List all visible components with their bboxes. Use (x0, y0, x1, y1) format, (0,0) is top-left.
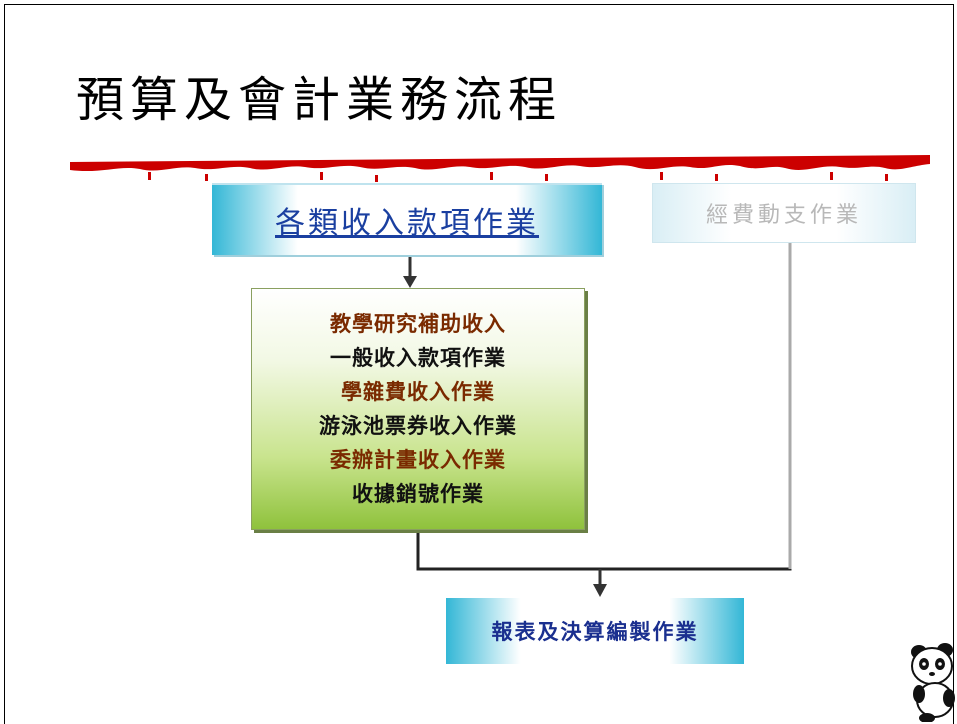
income-item: 一般收入款項作業 (330, 345, 506, 370)
income-box[interactable]: 各類收入款項作業 (212, 183, 602, 255)
income-box-label[interactable]: 各類收入款項作業 (275, 206, 539, 241)
panda-mascot-icon (911, 643, 955, 722)
income-item: 學雜費收入作業 (341, 379, 495, 404)
income-item: 收據銷號作業 (352, 481, 484, 506)
expense-box-label: 經費動支作業 (705, 203, 862, 228)
expense-box: 經費動支作業 (652, 183, 916, 243)
income-item: 游泳池票券收入作業 (319, 413, 517, 438)
arrowhead-income-to-list (403, 276, 417, 288)
report-box: 報表及決算編製作業 (446, 598, 744, 664)
income-items-box: 教學研究補助收入 一般收入款項作業 學雜費收入作業 游泳池票券收入作業 委辦計畫… (251, 288, 585, 530)
arrowhead-merge-to-report (593, 584, 607, 597)
income-item: 教學研究補助收入 (330, 311, 506, 336)
income-item: 委辦計畫收入作業 (330, 447, 506, 472)
report-box-label: 報表及決算編製作業 (491, 619, 699, 644)
page-title: 預算及會計業務流程 (76, 72, 563, 128)
red-drip-banner (70, 155, 930, 182)
